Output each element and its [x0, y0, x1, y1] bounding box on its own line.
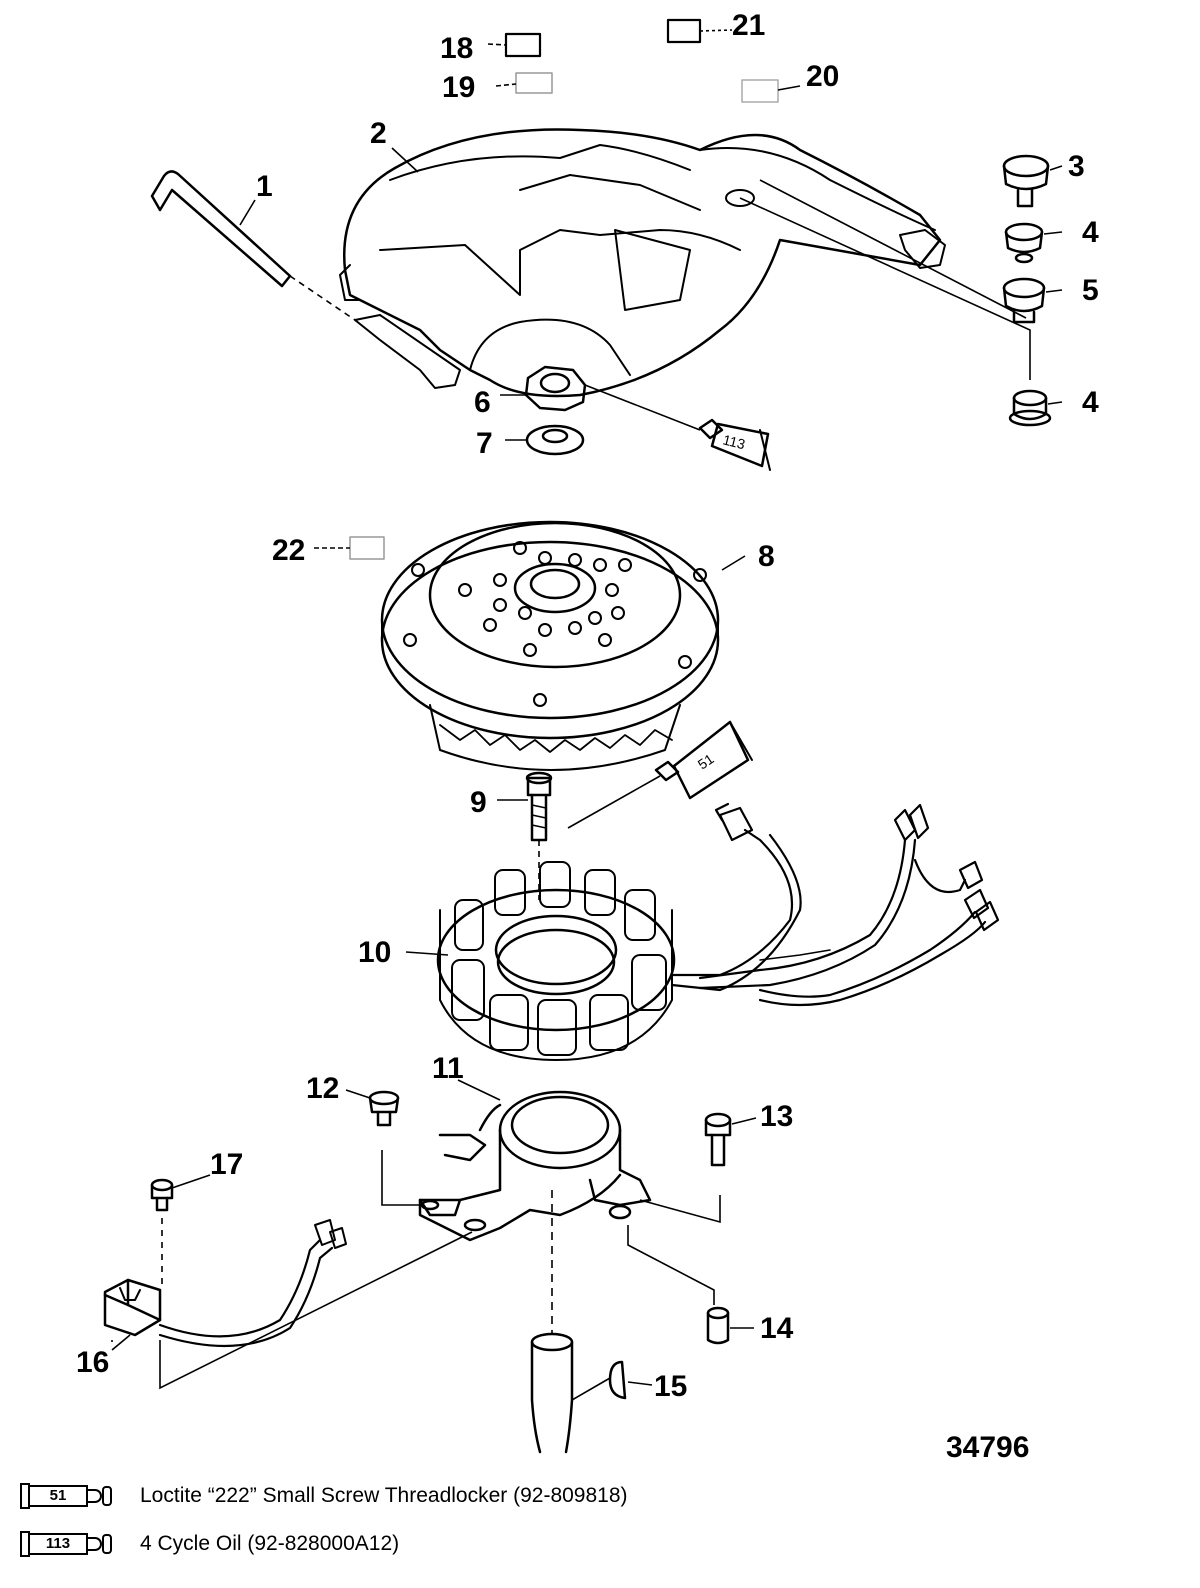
part-22-box: [349, 536, 385, 560]
part-11-trigger-plate: [418, 1090, 652, 1242]
callout-11: 11: [432, 1052, 464, 1085]
oil-tube-label: 113: [721, 431, 747, 452]
leader-lines: [111, 29, 1063, 1401]
part-14-bushing: [706, 1306, 730, 1345]
oil-tube-icon: [698, 418, 771, 471]
part-2-flywheel-cover: [339, 128, 946, 398]
callout-5: 5: [1082, 274, 1099, 307]
oil-legend-tube-icon: 113: [18, 1531, 118, 1557]
legend-text-oil: 4 Cycle Oil (92-828000A12): [140, 1532, 400, 1555]
part-16-coil: [103, 1219, 347, 1348]
part-8-flywheel: [380, 520, 720, 771]
callout-12: 12: [306, 1072, 339, 1105]
callout-10: 10: [358, 936, 391, 969]
callout-14: 14: [760, 1312, 794, 1345]
legend-code-51: 51: [28, 1485, 88, 1507]
part-9-bolt: [525, 771, 553, 842]
callout-9: 9: [470, 786, 487, 819]
callout-3: 3: [1068, 150, 1085, 183]
part-4-grommet-top: [1004, 222, 1044, 264]
callout-16: 16: [76, 1346, 109, 1379]
part-10-stator: [436, 861, 676, 1061]
part-17-screw: [150, 1178, 174, 1212]
callout-15: 15: [654, 1370, 687, 1403]
legend-text-loctite: Loctite “222” Small Screw Threadlocker (…: [140, 1484, 628, 1507]
part-7-washer: [525, 424, 585, 456]
callout-20: 20: [806, 60, 839, 93]
part-4-grommet-bottom: [1008, 389, 1052, 427]
callout-18: 18: [440, 32, 473, 65]
part-5-grommet: [1002, 277, 1046, 324]
callout-8: 8: [758, 540, 775, 573]
loctite-tube-label: 51: [695, 750, 717, 772]
legend-row-oil: 113 4 Cycle Oil (92-828000A12): [18, 1526, 1118, 1562]
callout-22: 22: [272, 534, 305, 567]
callout-19: 19: [442, 71, 475, 104]
part-20-box: [741, 79, 779, 103]
part-19-box: [515, 72, 553, 94]
part-6-nut: [524, 365, 587, 412]
legend-row-loctite: 51 Loctite “222” Small Screw Threadlocke…: [18, 1478, 1118, 1514]
callout-21: 21: [732, 9, 765, 42]
part-3-knob: [1002, 154, 1050, 208]
loctite-legend-tube-icon: 51: [18, 1483, 118, 1509]
part-21-box: [666, 18, 702, 44]
callout-4-top: 4: [1082, 216, 1099, 249]
callout-6: 6: [474, 386, 491, 419]
figure-number: 34796: [946, 1431, 1029, 1464]
legend-code-113: 113: [28, 1533, 88, 1555]
callout-4-bottom: 4: [1082, 386, 1099, 419]
crankshaft-end: [530, 1332, 574, 1454]
loctite-tube-icon: [654, 720, 753, 800]
stator-wire-harness: [670, 802, 1000, 1007]
part-13-screw: [704, 1112, 732, 1167]
part-18-box: [504, 32, 542, 58]
part-15-key: [608, 1360, 627, 1400]
callout-2: 2: [370, 117, 387, 150]
callout-17: 17: [210, 1148, 243, 1181]
part-1-rod: [150, 170, 292, 288]
callout-7: 7: [476, 427, 493, 460]
callout-13: 13: [760, 1100, 793, 1133]
part-12-screw: [368, 1090, 400, 1127]
callout-1: 1: [256, 170, 273, 203]
